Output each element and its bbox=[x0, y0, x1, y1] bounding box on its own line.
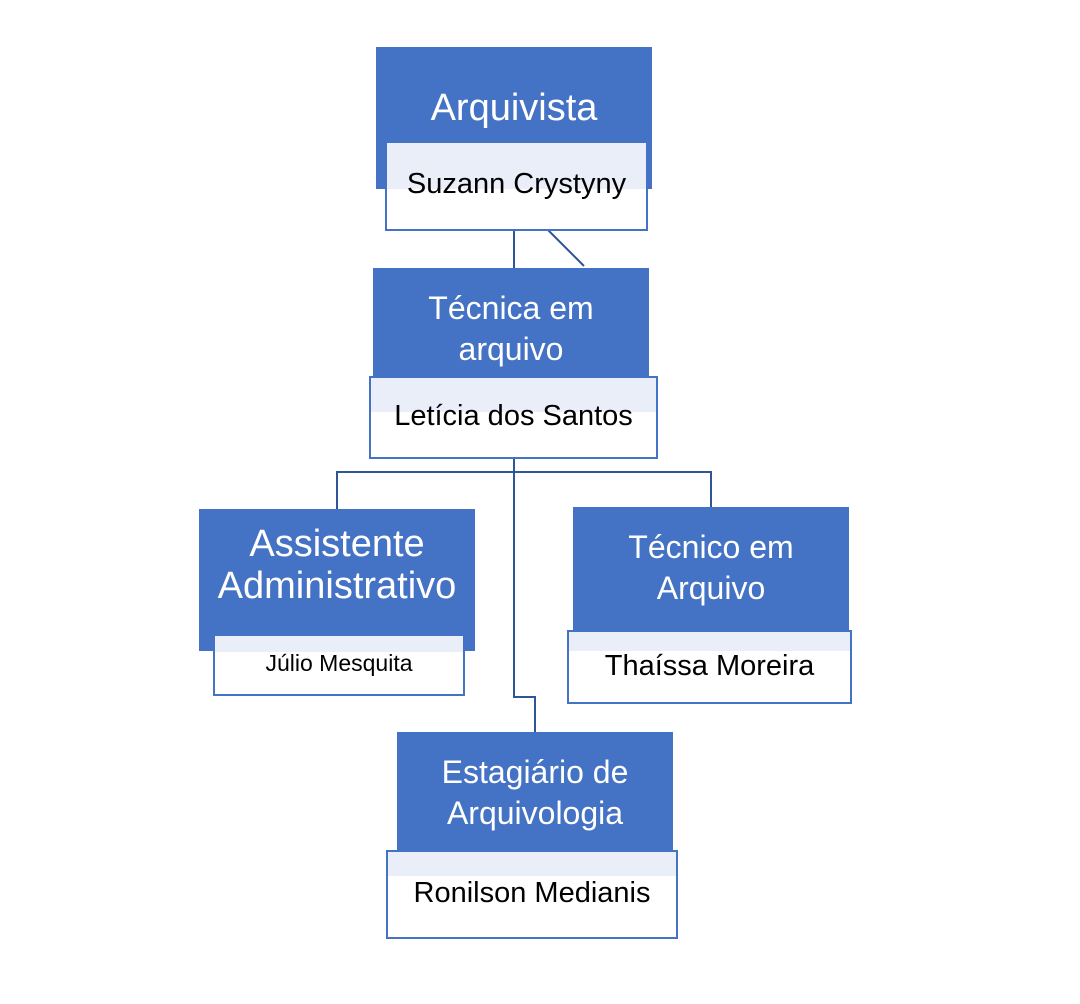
role-title-line: arquivo bbox=[458, 331, 564, 367]
role-title-estagiario: Estagiário de Arquivologia bbox=[397, 752, 673, 834]
connector-tecnica-tecnico bbox=[514, 471, 712, 507]
role-title-line: Estagiário de bbox=[441, 754, 629, 790]
name-box-tecnica: Letícia dos Santos bbox=[369, 376, 658, 459]
role-box-assistente: Assistente Administrativo bbox=[199, 509, 475, 651]
name-box-assistente: Júlio Mesquita bbox=[213, 634, 465, 696]
role-title-line: Arquivo bbox=[656, 570, 766, 606]
role-title-tecnico: Técnico em Arquivo bbox=[573, 527, 849, 609]
person-name-estagiario: Ronilson Medianis bbox=[413, 877, 651, 909]
role-title-arquivista: Arquivista bbox=[430, 87, 598, 129]
person-name-tecnica: Letícia dos Santos bbox=[394, 400, 633, 432]
role-title-line: Assistente bbox=[249, 523, 425, 565]
role-title-line: Administrativo bbox=[217, 565, 457, 607]
role-title-tecnica: Técnica em arquivo bbox=[373, 288, 649, 370]
name-box-tint bbox=[569, 632, 850, 651]
name-box-tecnico: Thaíssa Moreira bbox=[567, 630, 852, 704]
role-title-line: Técnica em bbox=[428, 290, 594, 326]
role-box-tecnico: Técnico em Arquivo bbox=[573, 507, 849, 649]
person-name-arquivista: Suzann Crystyny bbox=[406, 167, 627, 200]
role-title-line: Técnico em bbox=[628, 529, 794, 565]
role-title-assistente: Assistente Administrativo bbox=[199, 523, 475, 607]
name-box-estagiario: Ronilson Medianis bbox=[386, 850, 678, 939]
connector-tecnica-estagiario bbox=[513, 472, 536, 732]
role-title-line: Arquivologia bbox=[446, 795, 624, 831]
connector-tecnica-assistente bbox=[336, 459, 515, 509]
name-box-tint bbox=[388, 852, 676, 876]
person-name-assistente: Júlio Mesquita bbox=[265, 649, 413, 676]
person-name-tecnico: Thaíssa Moreira bbox=[604, 649, 815, 682]
name-box-tint bbox=[387, 143, 646, 189]
name-box-tint bbox=[371, 378, 656, 412]
name-box-tint bbox=[215, 636, 463, 652]
name-box-arquivista: Suzann Crystyny bbox=[385, 141, 648, 231]
